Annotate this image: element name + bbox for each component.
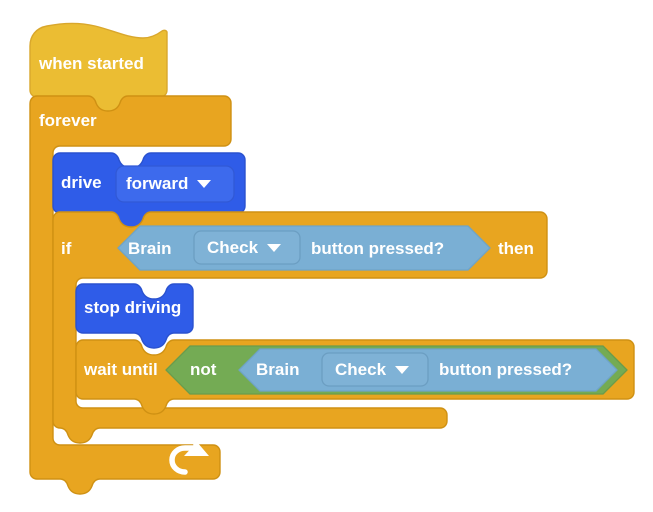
chevron-down-icon[interactable] [267,243,282,252]
drive-direction-dropdown-shape[interactable] [115,165,235,203]
then-keyword-label: then [498,239,534,258]
not-operator-label: not [190,360,217,379]
forever-label: forever [39,111,97,130]
drive-direction-dropdown[interactable]: forward [126,174,212,193]
when-started-label: when started [39,54,144,73]
chevron-down-icon[interactable] [197,179,212,188]
wait-until-label: wait until [84,360,158,379]
if-keyword-label: if [61,239,72,258]
drive-direction-value: forward [126,174,189,193]
stop-driving-label: stop driving [84,298,182,317]
if-condition-check-value: Check [207,238,259,257]
if-condition-check-dropdown[interactable]: Check [207,238,282,257]
wait-condition-check-dropdown[interactable]: Check [335,360,410,379]
if-condition-check-dropdown-shape[interactable] [193,230,301,265]
drive-label: drive [61,173,102,192]
wait-condition-suffix-label: button pressed? [439,360,573,379]
chevron-down-icon[interactable] [395,365,410,374]
wait-condition-check-dropdown-shape[interactable] [321,352,429,387]
loop-arrow-icon [169,438,209,475]
wait-condition-prefix-label: Brain [256,360,300,379]
wait-condition-check-value: Check [335,360,387,379]
stop-driving-block-shape[interactable] [75,283,194,349]
if-condition-suffix-label: button pressed? [311,239,445,258]
forever-block-shape[interactable] [29,95,232,495]
if-condition-prefix-label: Brain [128,239,172,258]
